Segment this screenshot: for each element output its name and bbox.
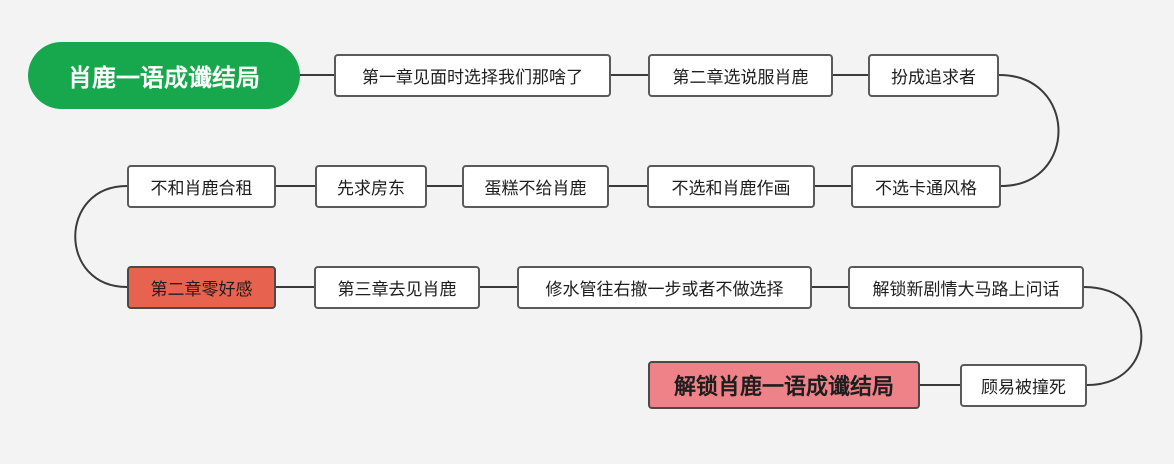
node-chapter2-zero-affection: 第二章零好感 bbox=[127, 266, 276, 309]
node-guyi-hit: 顾易被撞死 bbox=[960, 364, 1087, 407]
node-end-unlock: 解锁肖鹿一语成谶结局 bbox=[648, 361, 920, 409]
link-n8-n9 bbox=[74, 185, 128, 288]
node-no-cake: 蛋糕不给肖鹿 bbox=[462, 165, 609, 208]
node-fix-pipe: 修水管往右撤一步或者不做选择 bbox=[517, 266, 812, 309]
node-chapter3-visit: 第三章去见肖鹿 bbox=[314, 266, 480, 309]
node-no-painting: 不选和肖鹿作画 bbox=[647, 165, 815, 208]
node-no-cartoon: 不选卡通风格 bbox=[851, 165, 1001, 208]
node-ask-landlord: 先求房东 bbox=[315, 165, 427, 208]
node-no-shared-rent: 不和肖鹿合租 bbox=[127, 165, 276, 208]
link-n3-n4 bbox=[998, 74, 1060, 187]
node-unlock-street-talk: 解锁新剧情大马路上问话 bbox=[848, 266, 1084, 309]
node-chapter1-choice: 第一章见面时选择我们那啥了 bbox=[334, 54, 611, 97]
node-start: 肖鹿一语成谶结局 bbox=[28, 42, 300, 109]
link-n12-n13 bbox=[1083, 286, 1143, 386]
node-chapter2-persuade: 第二章选说服肖鹿 bbox=[648, 54, 833, 97]
node-pretend-suitor: 扮成追求者 bbox=[868, 54, 999, 97]
